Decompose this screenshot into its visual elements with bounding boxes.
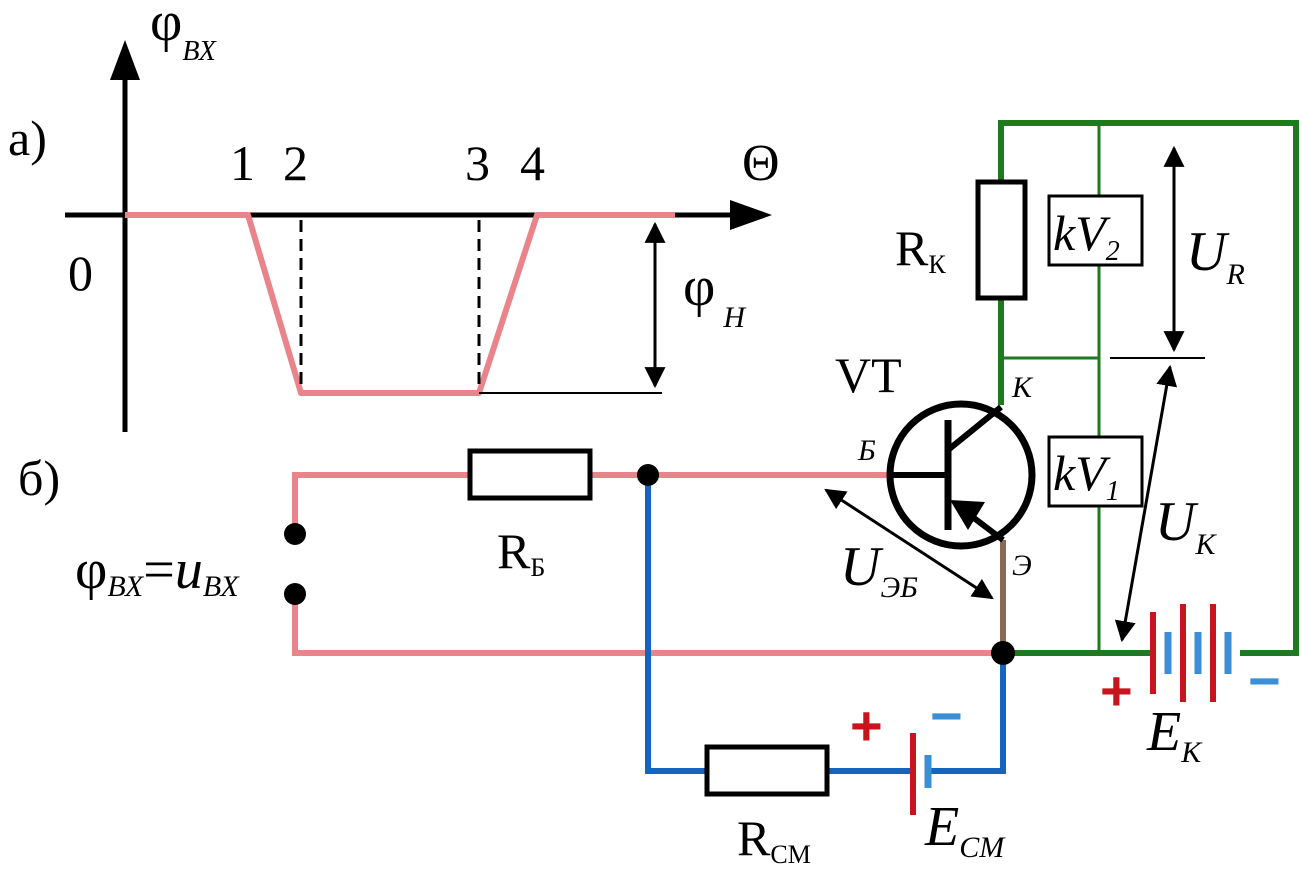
esm-label: EСМ [924, 796, 1006, 864]
tick-label-2: 2 [283, 135, 308, 191]
collector-loop [998, 120, 1299, 656]
origin-label: 0 [68, 245, 93, 301]
y-axis-arrowhead [110, 40, 140, 80]
rsm-label: RСМ [737, 810, 811, 869]
ueb-label: UЭБ [840, 536, 918, 604]
ek-label: EК [1146, 701, 1203, 769]
x-axis-arrowhead [730, 200, 772, 230]
input-terminal-bottom [284, 583, 306, 605]
voltmeter-kv2-label: kV2 [1053, 205, 1120, 267]
esm-minus-sign: − [930, 684, 963, 747]
tick-label-3: 3 [465, 135, 490, 191]
junction-emitter [991, 641, 1015, 665]
rk-label: RК [895, 220, 946, 279]
battery-esm [910, 733, 932, 815]
theta-label: Θ [742, 135, 780, 192]
ur-label: UR [1186, 221, 1245, 291]
circuit-schematic: б) [18, 120, 1299, 869]
voltmeter-kv2 [1047, 194, 1144, 267]
part-a-label: а) [8, 110, 47, 166]
ek-minus-sign: − [1248, 649, 1281, 712]
input-voltage-label: φВХ=uВХ [75, 539, 240, 603]
esm-plus-sign: + [850, 694, 883, 757]
tick-label-4: 4 [520, 135, 545, 191]
resistor-rk [975, 179, 1028, 301]
uk-arrow [1114, 364, 1178, 643]
tick-label-1: 1 [230, 135, 255, 191]
voltmeter-kv1-label: kV1 [1053, 445, 1120, 507]
rb-label: RБ [497, 523, 545, 582]
ek-plus-sign: + [1100, 659, 1133, 722]
bias-loop [645, 475, 1006, 774]
uk-label: UК [1155, 491, 1217, 561]
base-label: Б [857, 434, 876, 467]
emitter-label: Э [1012, 549, 1032, 582]
battery-ek [1150, 604, 1232, 702]
collector-label: К [1011, 371, 1034, 404]
resistor-rb [467, 448, 593, 501]
ueb-arrow [824, 488, 994, 600]
transistor-vt [886, 400, 1036, 550]
input-signal-curve [125, 212, 675, 396]
transistor-label: VT [835, 347, 902, 403]
part-b-label: б) [18, 450, 60, 506]
junction-base [637, 464, 659, 486]
resistor-rsm [704, 744, 830, 797]
phi-axis-label: φВХ [150, 0, 217, 67]
input-terminal-top [284, 523, 306, 545]
